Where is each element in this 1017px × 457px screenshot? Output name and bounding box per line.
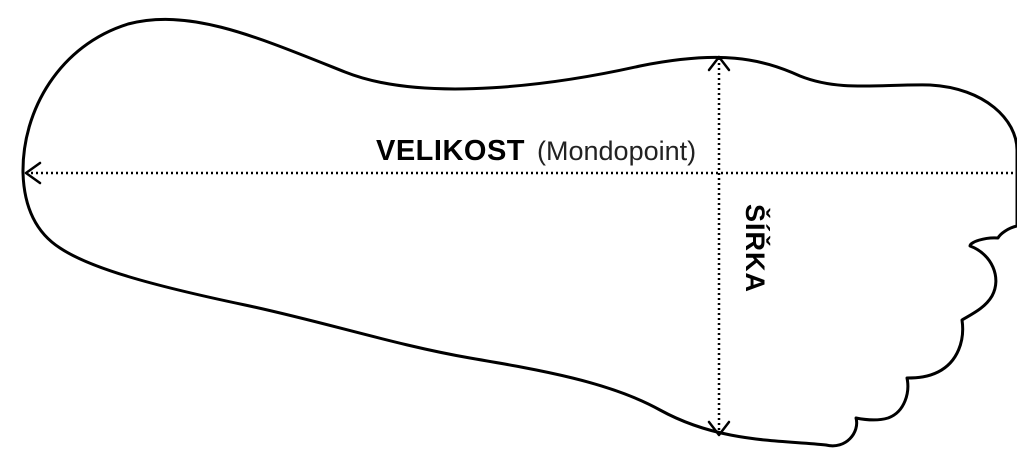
width-label: ŠÍŘKA [740,204,771,293]
length-label-strong: VELIKOST [376,135,525,167]
foot-outline [21,17,1017,448]
length-label-unit: (Mondopoint) [537,136,696,166]
width-arrowhead-bottom-icon [707,420,731,437]
length-label: VELIKOST (Mondopoint) [376,135,696,167]
length-arrowhead-icon [24,161,42,185]
width-arrowhead-top-icon [707,55,731,72]
